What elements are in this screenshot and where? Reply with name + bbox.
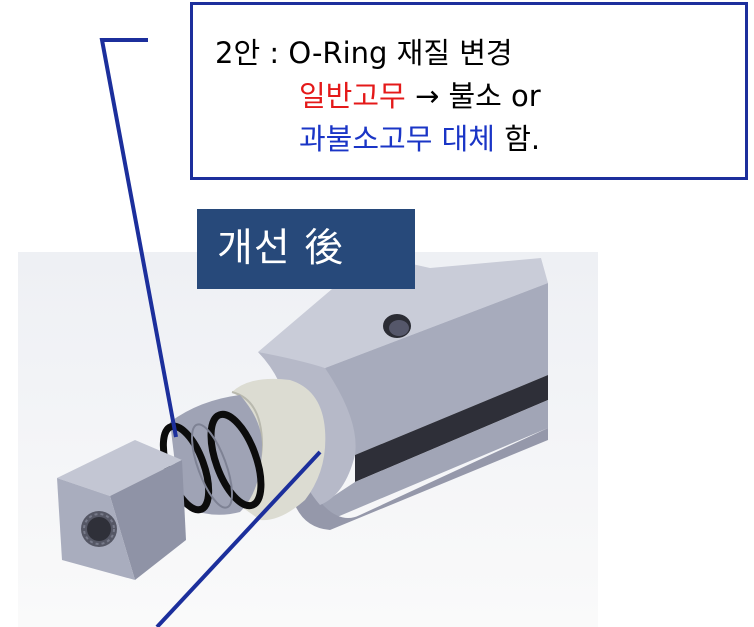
square-end-top [57, 440, 182, 496]
block-lower-face [320, 400, 548, 520]
block-slot [355, 375, 548, 482]
after-improvement-badge: 개선 後 [197, 209, 415, 289]
old-material-text: 일반고무 [299, 79, 406, 113]
line-end-text: 함. [494, 122, 541, 156]
square-end-side [110, 460, 186, 580]
callout-line-1: 2안 : O-Ring 재질 변경 [215, 36, 513, 70]
arrow-icon: → [414, 79, 440, 113]
o-ring-right [207, 410, 265, 510]
callout-line-2: 일반고무 → 불소 or [299, 78, 541, 114]
callout-box: 2안 : O-Ring 재질 변경 일반고무 → 불소 or 과불소고무 대체 … [190, 2, 748, 180]
leader-line-to-o-ring [99, 38, 178, 438]
leader-line-to-sleeve [155, 450, 322, 627]
block-lower-bulge [295, 428, 548, 530]
block-top-face [258, 255, 548, 368]
callout-line-3: 과불소고무 대체 함. [299, 121, 540, 157]
new-material-text: 불소 or [439, 79, 541, 113]
block-front-face [325, 283, 548, 455]
alternate-material-text: 과불소고무 대체 [299, 122, 495, 156]
